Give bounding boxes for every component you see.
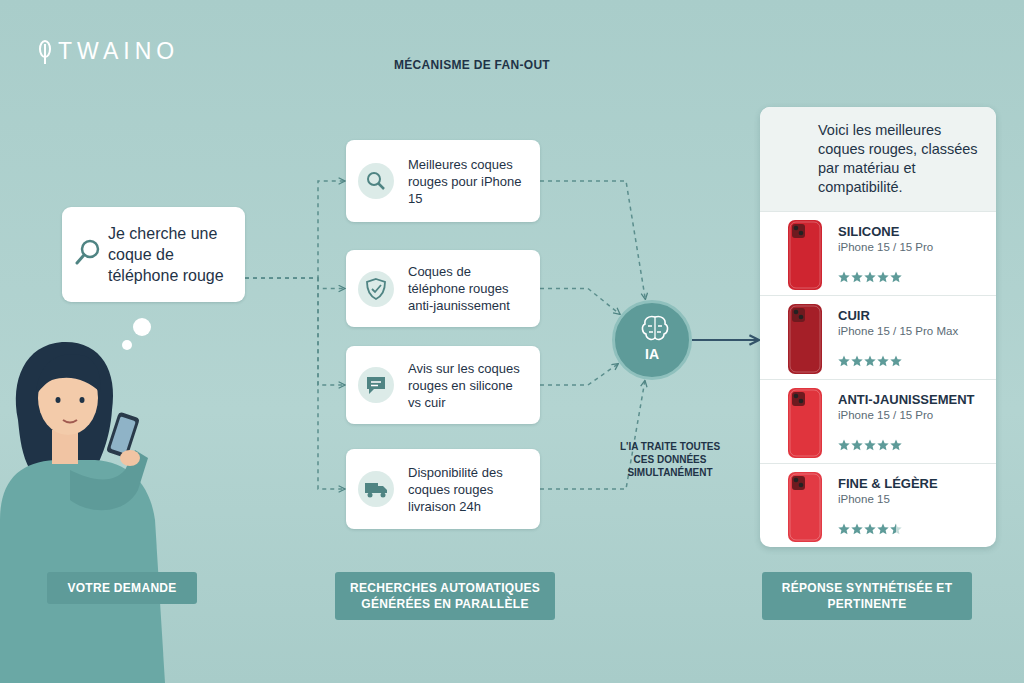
node-text: iPhone 15 / 15 Pro (838, 240, 988, 255)
query-bubble: Je cherche une coque de téléphone rouge (62, 207, 245, 302)
brain-icon (639, 313, 671, 343)
node-text: Avis sur les coques rouges en silicone v… (408, 360, 528, 411)
node-text: iPhone 15 / 15 Pro (838, 408, 988, 423)
connector (245, 181, 345, 278)
thought-dot (122, 340, 132, 350)
result-item: SILICONEiPhone 15 / 15 Pro (760, 211, 996, 295)
result-panel: Voici les meilleures coques rouges, clas… (760, 107, 996, 547)
column-heading: MÉCANISME DE FAN-OUT (372, 58, 572, 72)
node-text: FINE & LÉGÈRE (838, 476, 988, 492)
step-badge: RÉPONSE SYNTHÉTISÉE ET PERTINENTE (762, 572, 972, 620)
connector (540, 364, 618, 385)
node-text: Disponibilité des coques rouges livraiso… (408, 464, 528, 515)
search-box: Meilleures coques rouges pour iPhone 15 (346, 140, 540, 222)
node-text: Meilleures coques rouges pour iPhone 15 (408, 156, 528, 207)
search-box: Disponibilité des coques rouges livraiso… (346, 449, 540, 529)
logo-mark (40, 41, 50, 64)
step-badge: RECHERCHES AUTOMATIQUES GÉNÉRÉES EN PARA… (335, 572, 555, 620)
connector (245, 278, 345, 385)
shield-icon (358, 271, 394, 307)
phone-icon (786, 219, 824, 291)
node-text: Coques de téléphone rouges anti-jaunisse… (408, 263, 528, 314)
logo-text: TWAINO (58, 38, 258, 65)
phone-icon (786, 471, 824, 543)
note: L'IA TRAITE TOUTES CES DONNÉES SIMULTANÉ… (610, 440, 730, 479)
connector (245, 278, 345, 489)
connector (245, 278, 345, 288)
rating-stars (838, 270, 918, 284)
connector (692, 339, 759, 341)
phone-icon (786, 387, 824, 459)
result-item: ANTI-JAUNISSEMENTiPhone 15 / 15 Pro (760, 379, 996, 463)
node-text: Je cherche une coque de téléphone rouge (108, 223, 233, 286)
chat-icon (358, 367, 394, 403)
node-text: CUIR (838, 308, 988, 324)
search-big-icon (74, 237, 104, 267)
node-text: RECHERCHES AUTOMATIQUES GÉNÉRÉES EN PARA… (345, 580, 545, 612)
phone-icon (786, 303, 824, 375)
result-item: CUIRiPhone 15 / 15 Pro Max (760, 295, 996, 379)
node-text: IA (615, 346, 689, 362)
rating-stars (838, 354, 918, 368)
rating-stars (838, 438, 918, 452)
node-text: iPhone 15 / 15 Pro Max (838, 324, 988, 339)
connector (540, 289, 620, 315)
node-text: ANTI-JAUNISSEMENT (838, 392, 988, 408)
node-text: iPhone 15 (838, 492, 988, 507)
person-figure (0, 342, 165, 683)
search-box: Coques de téléphone rouges anti-jaunisse… (346, 250, 540, 327)
rating-stars (838, 522, 918, 536)
node-text: Voici les meilleures coques rouges, clas… (760, 107, 996, 211)
node-text: RÉPONSE SYNTHÉTISÉE ET PERTINENTE (772, 580, 962, 612)
result-item: FINE & LÉGÈREiPhone 15 (760, 463, 996, 547)
connector (540, 181, 645, 300)
search-box: Avis sur les coques rouges en silicone v… (346, 346, 540, 424)
thought-dot (133, 318, 151, 336)
step-badge: VOTRE DEMANDE (47, 572, 197, 604)
node-text: VOTRE DEMANDE (57, 580, 187, 596)
node-text: SILICONE (838, 224, 988, 240)
ai-circle: IA (612, 300, 692, 380)
search-icon (358, 163, 394, 199)
truck-icon (358, 471, 394, 507)
